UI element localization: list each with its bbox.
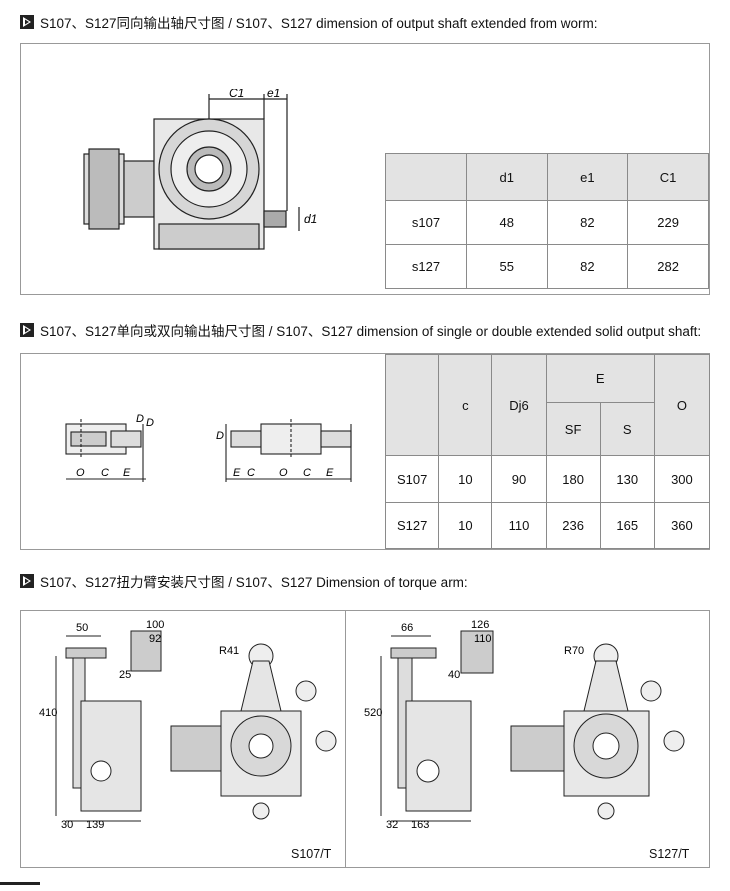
section-2-heading: S107、S127单向或双向输出轴尺寸图 / S107、S127 dimensi… bbox=[20, 321, 701, 339]
torque-arm-s107-drawing: 50 100 92 25 410 30 139 R41 bbox=[39, 619, 337, 831]
section-1-heading: S107、S127同向输出轴尺寸图 / S107、S127 dimension … bbox=[20, 13, 598, 31]
svg-text:30: 30 bbox=[61, 819, 73, 831]
table-row: S107 10 90 180 130 300 bbox=[384, 455, 711, 503]
svg-text:110: 110 bbox=[474, 633, 492, 645]
svg-text:C1: C1 bbox=[229, 89, 244, 100]
svg-text:163: 163 bbox=[411, 819, 429, 831]
shaft-extended-drawing: C1 e1 d1 bbox=[83, 89, 317, 250]
svg-text:25: 25 bbox=[119, 669, 131, 681]
svg-text:66: 66 bbox=[401, 622, 413, 634]
svg-text:E: E bbox=[326, 467, 334, 479]
svg-text:D: D bbox=[146, 417, 154, 429]
svg-text:R70: R70 bbox=[564, 645, 584, 657]
svg-text:50: 50 bbox=[76, 622, 88, 634]
svg-text:E: E bbox=[123, 467, 131, 479]
panel-divider bbox=[345, 611, 346, 867]
svg-text:R41: R41 bbox=[219, 645, 239, 657]
svg-text:126: 126 bbox=[471, 619, 489, 631]
footer-rule bbox=[0, 882, 40, 885]
triangle-bullet-icon bbox=[20, 323, 34, 337]
triangle-bullet-icon bbox=[20, 15, 34, 29]
svg-text:C: C bbox=[247, 467, 255, 479]
svg-text:C: C bbox=[101, 467, 109, 479]
svg-text:32: 32 bbox=[386, 819, 398, 831]
svg-text:O: O bbox=[279, 467, 288, 479]
svg-text:92: 92 bbox=[149, 633, 161, 645]
table-row: S127 10 110 236 165 360 bbox=[384, 502, 711, 549]
svg-text:520: 520 bbox=[364, 707, 382, 719]
section-2-panel: D D O C E D E C O C E c Dj6 E O SF S S10… bbox=[20, 353, 711, 550]
table-row: s127 55 82 282 bbox=[385, 244, 709, 289]
dimension-table-2: c Dj6 E O SF S S107 10 90 180 130 300 S1… bbox=[384, 354, 711, 549]
dimension-table-1: d1 e1 C1 s107 48 82 229 s127 55 82 282 bbox=[385, 153, 709, 289]
section-3-panel: 50 100 92 25 410 30 139 R41 S107/T bbox=[20, 610, 710, 868]
svg-text:410: 410 bbox=[39, 707, 57, 719]
svg-text:E: E bbox=[233, 467, 241, 479]
svg-text:D: D bbox=[216, 430, 224, 442]
solid-shaft-drawing: D D O C E D E C O C E bbox=[65, 413, 352, 482]
caption-s127t: S127/T bbox=[649, 847, 690, 861]
svg-text:100: 100 bbox=[146, 619, 164, 631]
section-1-panel: C1 e1 d1 d1 e1 C1 s107 48 82 229 s127 55… bbox=[20, 43, 710, 295]
svg-text:139: 139 bbox=[86, 819, 104, 831]
torque-arm-s127-drawing: 66 126 110 40 520 32 163 R70 bbox=[364, 619, 685, 831]
triangle-bullet-icon bbox=[20, 574, 34, 588]
svg-text:C: C bbox=[303, 467, 311, 479]
svg-text:40: 40 bbox=[448, 669, 460, 681]
svg-text:D: D bbox=[136, 413, 144, 425]
svg-text:d1: d1 bbox=[304, 212, 317, 226]
table-row: s107 48 82 229 bbox=[385, 200, 709, 245]
svg-text:O: O bbox=[76, 467, 85, 479]
caption-s107t: S107/T bbox=[291, 847, 332, 861]
section-3-heading: S107、S127扭力臂安装尺寸图 / S107、S127 Dimension … bbox=[20, 572, 468, 590]
svg-text:e1: e1 bbox=[267, 89, 280, 100]
